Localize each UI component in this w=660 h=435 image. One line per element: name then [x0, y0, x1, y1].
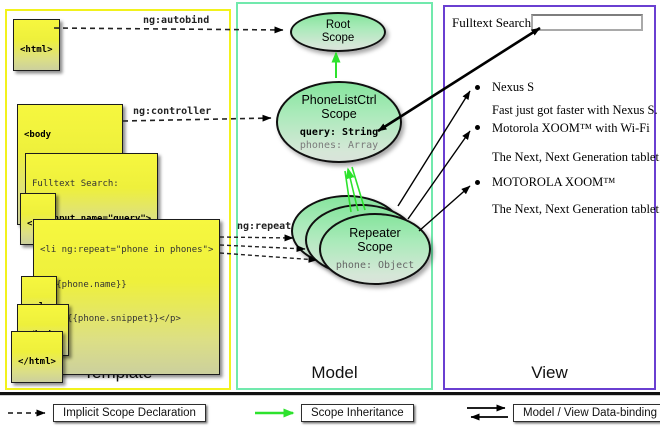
code-line: Fulltext Search: — [32, 179, 119, 190]
view-column: View — [443, 5, 656, 390]
view-column-header: View — [531, 363, 568, 382]
ng-controller-label: ng:controller — [133, 106, 212, 117]
fulltext-search-label: Fulltext Search: — [452, 15, 535, 30]
view-item-title: Motorola XOOM™ with Wi-Fi — [492, 121, 650, 135]
code-line: <body — [24, 130, 52, 141]
phonelistctrl-prop-phones: phones: Array — [299, 139, 379, 151]
legend-data-binding-label: Model / View Data-binding — [513, 404, 660, 422]
phonelistctrl-title-line2: Scope — [321, 106, 357, 121]
phonelistctrl-title-line1: PhoneListCtrl — [301, 92, 377, 107]
root-scope-title-line2: Scope — [321, 32, 355, 44]
view-item-desc: The Next, Next Generation tablet. — [492, 150, 660, 164]
bullet-icon — [475, 180, 480, 185]
bullet-icon — [475, 125, 480, 130]
fulltext-search-input[interactable] — [531, 14, 643, 31]
repeater-title-line1: Repeater — [349, 226, 401, 240]
root-scope-title-line1: Root — [325, 19, 351, 32]
code-line: <input name="query"> — [32, 214, 151, 226]
phonelistctrl-prop-query: query: String — [299, 126, 379, 138]
root-scope-ellipse: Root Scope — [290, 12, 386, 52]
legend-scope-inheritance-label: Scope Inheritance — [301, 404, 414, 422]
repeater-prop-phone: phone: Object — [335, 260, 415, 271]
code-box-li-repeat: <li ng:repeat="phone in phones"> {{phone… — [33, 219, 221, 375]
code-line: {{phone.name}} — [40, 279, 127, 290]
model-column-header: Model — [311, 363, 358, 382]
ng-autobind-label: ng:autobind — [143, 15, 210, 26]
legend-implicit-scope-label: Implicit Scope Declaration — [53, 404, 206, 422]
code-box-html-close: </html> — [11, 331, 63, 384]
code-box-html-open: <html> — [13, 19, 60, 72]
view-item-title: MOTOROLA XOOM™ — [492, 175, 616, 189]
bullet-icon — [475, 85, 480, 90]
code-line: </html> — [18, 357, 56, 368]
code-line: <p>{{phone.snippet}}</p> — [40, 314, 181, 325]
view-item-desc: The Next, Next Generation tablet. — [492, 202, 660, 216]
repeater-title-line2: Scope — [357, 240, 393, 254]
repeater-scope-ellipse-front: Repeater Scope phone: Object — [319, 213, 431, 285]
view-item-desc: Fast just got faster with Nexus S. — [492, 103, 658, 117]
code-line: <html> — [20, 45, 53, 56]
code-line: <li ng:repeat="phone in phones"> — [40, 245, 214, 256]
legend-divider — [0, 392, 660, 396]
phonelistctrl-scope-ellipse: PhoneListCtrl Scope query: String phones… — [276, 81, 402, 163]
ng-repeat-label: ng:repeat — [237, 221, 292, 232]
view-item-title: Nexus S — [492, 80, 535, 94]
